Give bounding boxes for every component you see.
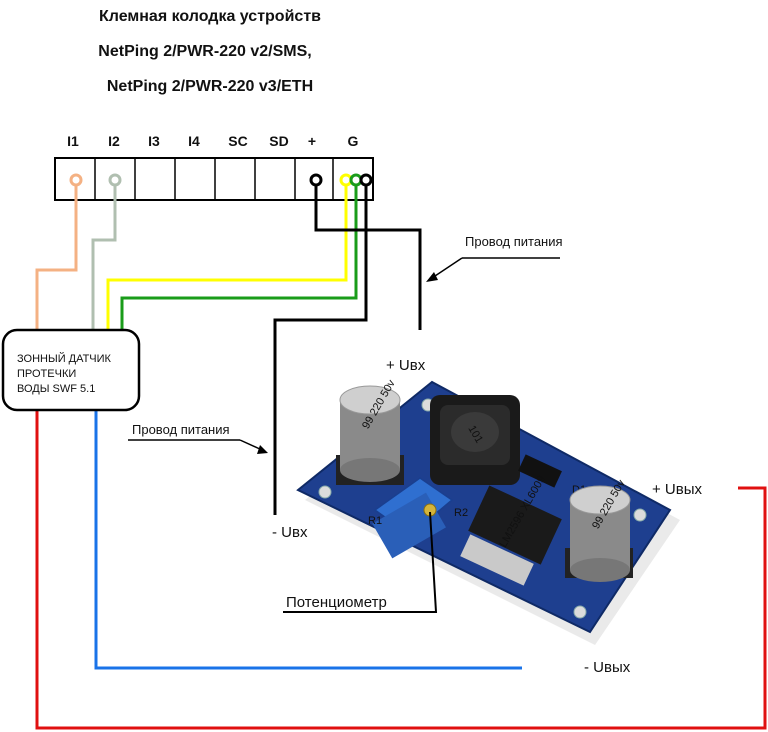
vout-plus-label: + Uвых [652,481,703,498]
terminal-label-i2: I2 [108,133,120,149]
potentiometer-icon [372,477,454,559]
title-line-3: NetPing 2/PWR-220 v3/ETH [107,78,313,95]
terminal-label-g: G [348,133,359,149]
vin-minus-label: - Uвх [272,524,308,541]
wire-black-minus [273,182,368,515]
terminal-block [54,157,374,201]
capacitor-left-icon: 99 220 50v [336,378,404,485]
wire-blue [94,408,522,670]
capacitor-right-icon: 99 220 50v [565,478,633,582]
terminal-i2-connector [108,173,122,187]
wire-gray [91,185,117,330]
terminal-label-sc: SC [228,133,247,149]
wire-orange [35,185,78,330]
sensor-line-2: ПРОТЕЧКИ [17,368,76,380]
wire-black-plus [314,182,422,330]
regulator-ic-icon: LM2596 XL6009 [460,474,562,586]
resistor-r2-label: R2 [454,507,468,519]
terminal-plus-connector [309,173,323,187]
dc-dc-converter-board: 99 220 50v 101 D1 R1 R2 LM2596 XL6009 [296,378,680,645]
terminal-label-i4: I4 [188,133,200,149]
terminal-label-i3: I3 [148,133,160,149]
arrow-icon [257,445,268,454]
terminal-g-black-connector [359,173,373,187]
wire-yellow [106,182,348,330]
terminal-i1-connector [69,173,83,187]
vin-plus-label: + Uвх [386,357,426,374]
terminal-label-i1: I1 [67,133,79,149]
power-wire-top-label: Провод питания [465,234,563,249]
title-line-2: NetPing 2/PWR-220 v2/SMS, [98,43,311,60]
potentiometer-label: Потенциометр [286,594,387,611]
wire-red [35,408,767,730]
wire-green [120,182,358,330]
terminal-label-plus: + [308,133,316,149]
title-line-1: Клемная колодка устройств [99,8,321,25]
power-wire-left-label: Провод питания [132,422,230,437]
diode-icon [518,454,562,488]
sensor-line-1: ЗОННЫЙ ДАТЧИК [17,352,112,365]
resistor-r1-label: R1 [368,515,382,527]
terminal-label-sd: SD [269,133,288,149]
arrow-icon [426,272,438,282]
potentiometer-pointer [283,511,438,613]
vout-minus-label: - Uвых [584,659,631,676]
sensor-line-3: ВОДЫ SWF 5.1 [17,383,95,395]
leak-sensor-box [1,328,141,412]
inductor-icon: 101 [430,395,520,485]
